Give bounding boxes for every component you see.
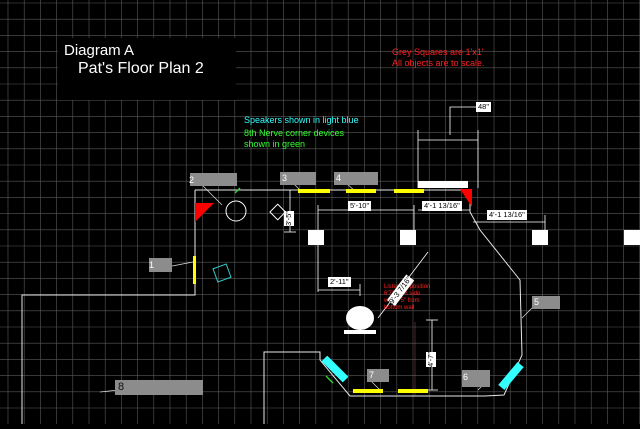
listening-note-line4: bottom wall xyxy=(384,305,415,311)
diagram-subtitle: Pat's Floor Plan 2 xyxy=(78,60,204,77)
speaker-right xyxy=(498,361,524,391)
diagram-title: Diagram A xyxy=(64,42,135,59)
label-2: 2 xyxy=(189,175,195,185)
label-3: 3 xyxy=(282,173,288,183)
speakers-note: Speakers shown in light blue xyxy=(244,115,359,125)
round-object xyxy=(225,200,247,222)
label-boxes xyxy=(115,172,560,395)
tilted-square-object xyxy=(212,263,232,283)
bass-trap-left xyxy=(195,203,214,222)
dim-3-5: 3'-5" xyxy=(284,211,294,226)
label-7: 7 xyxy=(369,370,375,380)
label-6: 6 xyxy=(463,372,469,382)
dim-4-7: 4'-7" xyxy=(426,352,436,367)
scale-note-line1: Grey Squares are 1'x1' xyxy=(392,47,484,57)
nerve-note-line1: 8th Nerve corner devices xyxy=(244,128,345,138)
dim-4-1-a: 4'-1 13/16" xyxy=(422,201,462,211)
dim-2-11: 2'-11" xyxy=(328,277,351,287)
diamond-object xyxy=(269,203,287,221)
room-walls-bottom xyxy=(263,351,485,424)
reference-squares xyxy=(308,230,640,245)
corner-device-top xyxy=(234,187,241,194)
speaker-left xyxy=(321,355,349,383)
scale-note-line2: All objects are to scale. xyxy=(392,58,485,68)
dim-48: 48" xyxy=(476,102,492,112)
dim-5-10: 5'-10" xyxy=(348,201,372,211)
label-8: 8 xyxy=(118,381,125,393)
bass-trap-right xyxy=(460,189,472,207)
corner-device-bottom xyxy=(325,375,334,384)
listening-note-line3: wall 4'5" from xyxy=(384,298,420,304)
room-walls-top xyxy=(195,189,523,397)
label-1: 1 xyxy=(149,260,155,270)
title-block xyxy=(58,38,236,100)
dimension-lines xyxy=(284,106,546,391)
room-walls xyxy=(21,190,196,424)
acoustic-panels xyxy=(193,189,428,393)
window-panel xyxy=(418,181,468,188)
listening-chair xyxy=(344,306,376,334)
label-4: 4 xyxy=(336,173,342,183)
dim-4-1-b: 4'-1 13/16" xyxy=(487,210,527,220)
nerve-note-line2: shown in green xyxy=(244,139,306,149)
label-5: 5 xyxy=(534,297,540,307)
